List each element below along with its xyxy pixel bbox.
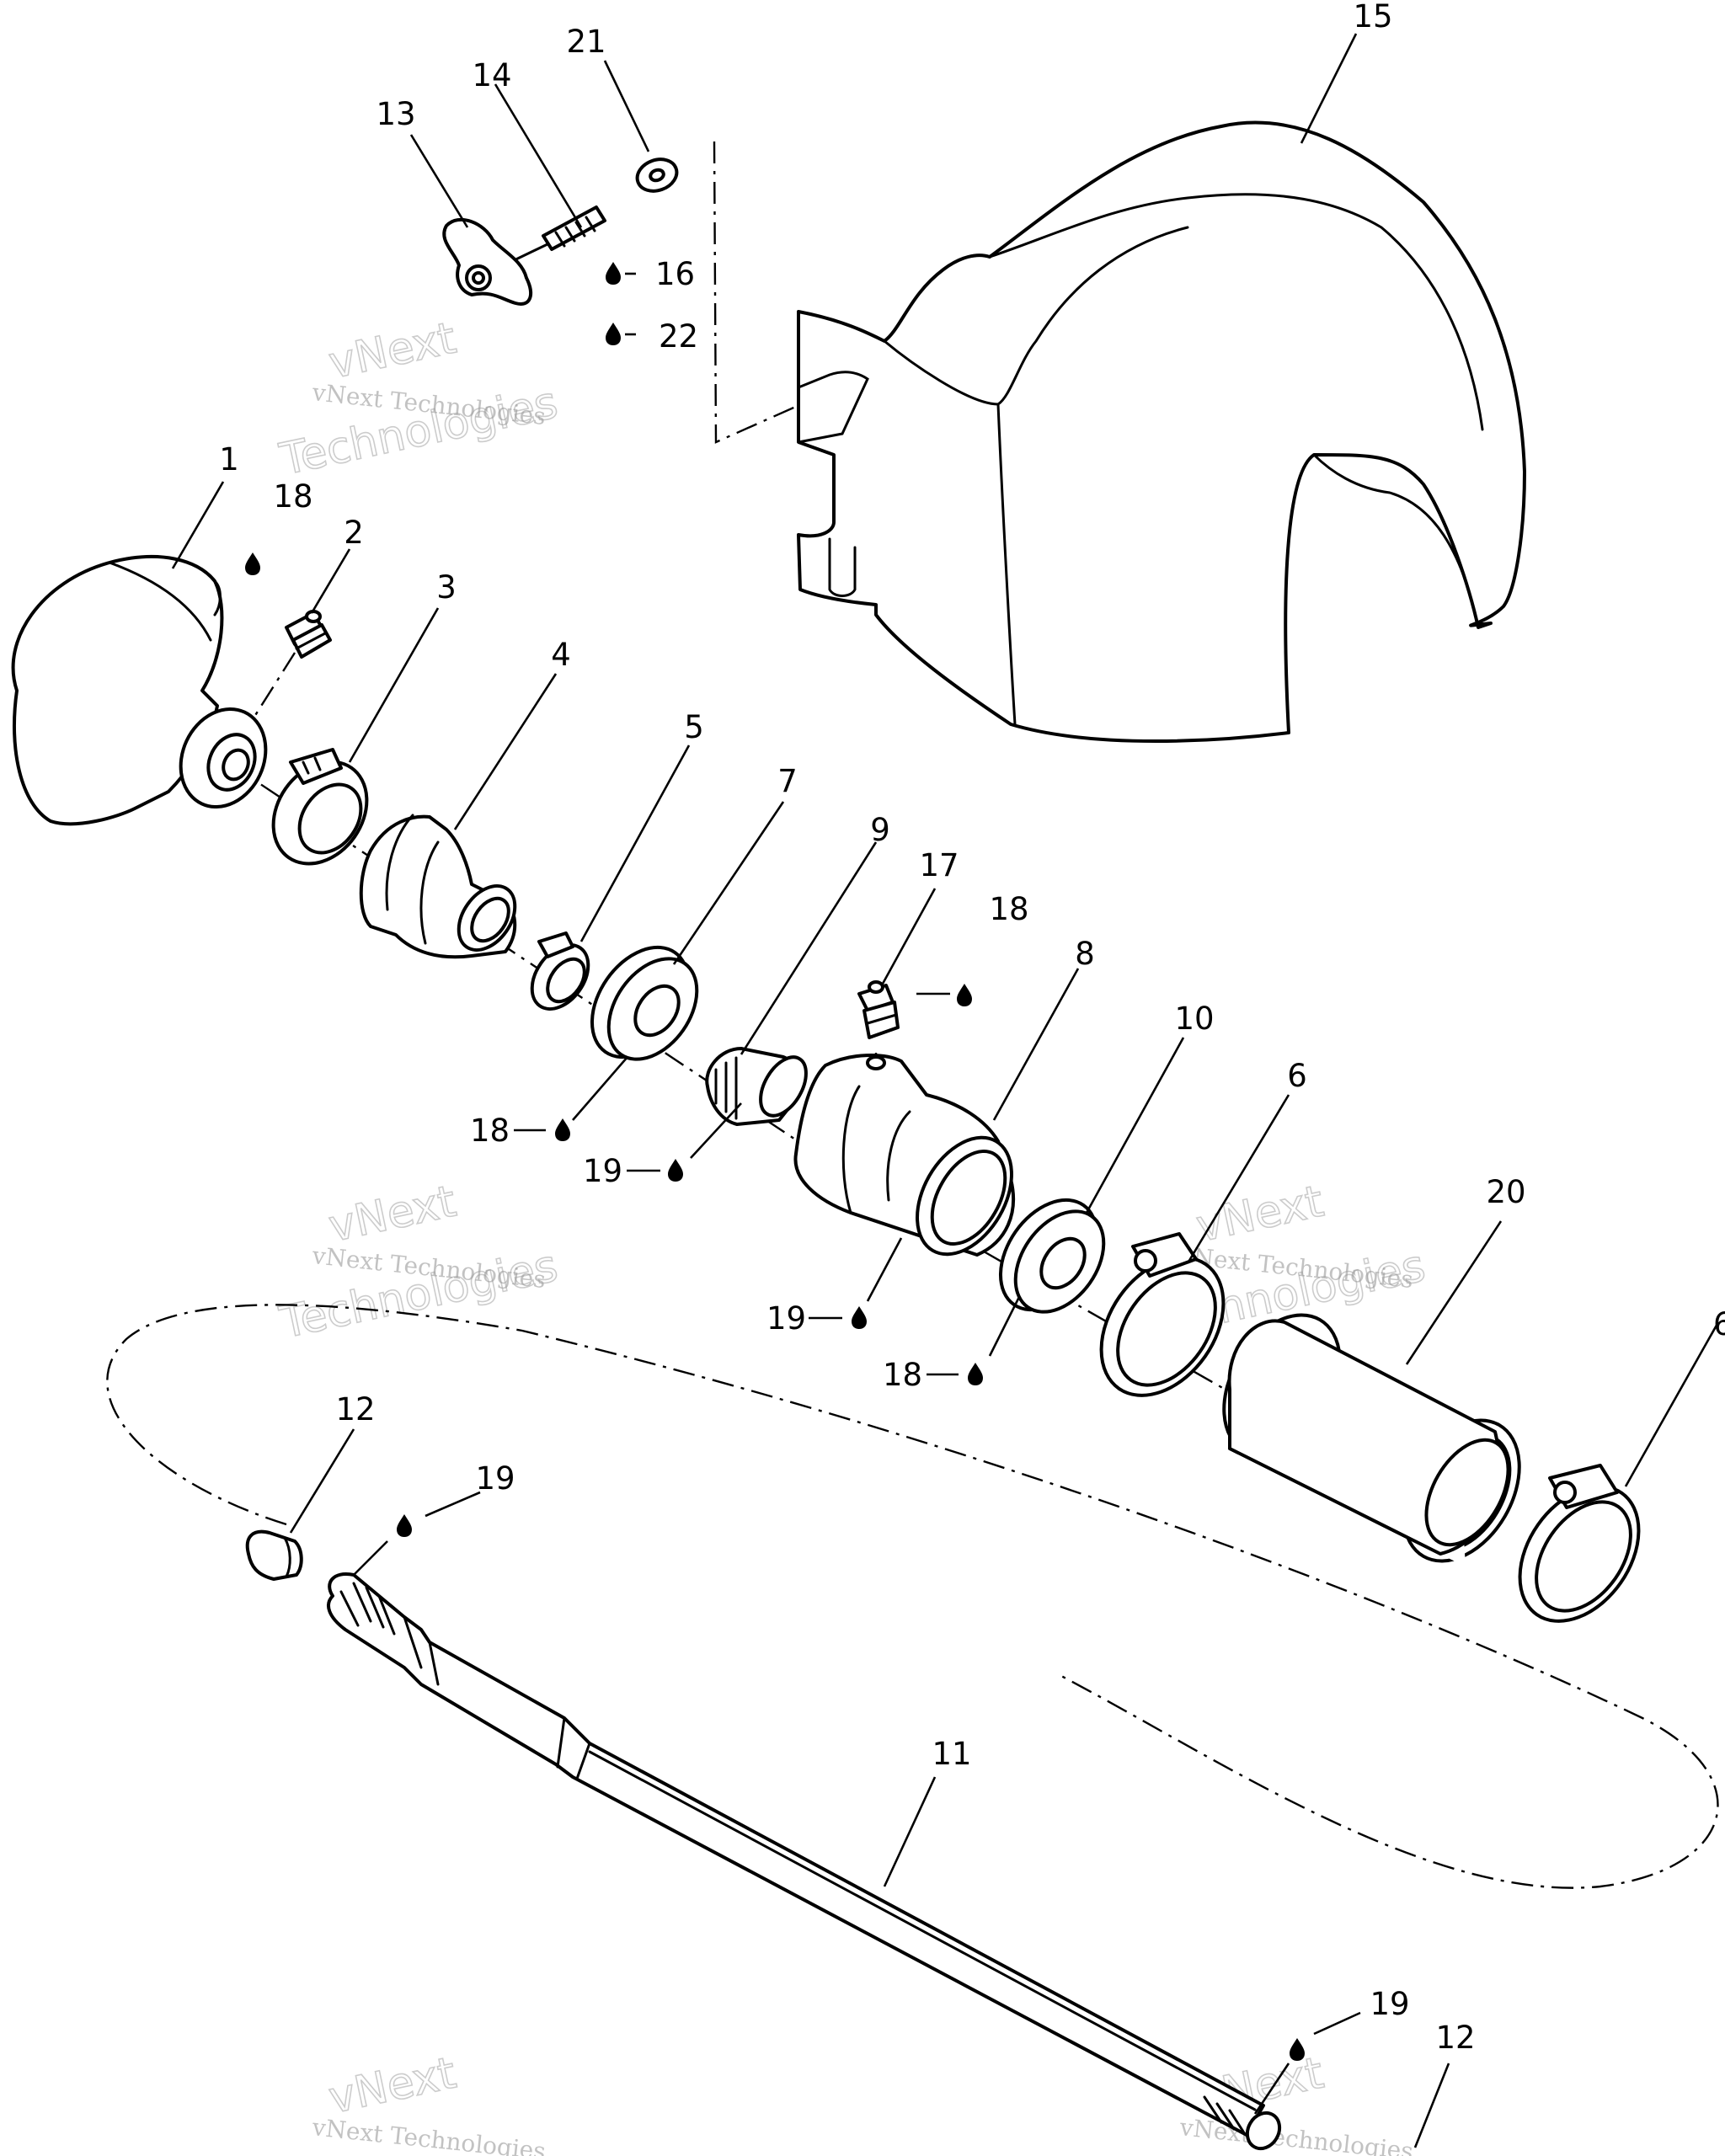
grease-drop-icon xyxy=(957,984,972,1006)
callout-18-top: 18 xyxy=(273,478,312,515)
part-11-drive-shaft xyxy=(327,1572,1265,2137)
grease-drop-icon xyxy=(606,262,621,285)
callout-14: 14 xyxy=(472,57,511,93)
part-1-bowl xyxy=(11,555,268,826)
callout-10: 10 xyxy=(1174,1001,1214,1037)
callout-19-housing: 19 xyxy=(766,1300,806,1337)
part-17-grease-fitting xyxy=(857,980,900,1039)
callout-20: 20 xyxy=(1486,1174,1525,1210)
callout-labels: 15 21 14 13 16 22 1 18 2 3 4 5 7 9 17 18… xyxy=(219,0,1725,2056)
part-10-seal xyxy=(998,1198,1106,1314)
grease-drop-icon xyxy=(397,1514,412,1537)
part-6-hose-clamp-a xyxy=(1099,1232,1226,1397)
cover-mount-line xyxy=(713,141,830,444)
part-14-stud xyxy=(504,205,606,266)
callout-19-shaft-tip: 19 xyxy=(1370,1986,1409,2022)
watermark-text-big-top: vNext xyxy=(324,2048,460,2124)
part-3-clamp xyxy=(271,748,369,866)
part-20-hose xyxy=(1222,1313,1521,1566)
part-13-wing-nut xyxy=(442,217,533,306)
callout-11: 11 xyxy=(932,1736,971,1772)
watermark-5: vNext Technologies vNext xyxy=(310,2047,547,2156)
callout-1: 1 xyxy=(219,441,239,478)
part-5-small-clamp xyxy=(530,931,590,1011)
watermark-text-big-top: vNext xyxy=(324,1177,460,1252)
watermark-3: vNext Technologies vNext Technologies xyxy=(275,1176,563,1350)
part-6-hose-clamp-b xyxy=(1518,1464,1641,1623)
grease-drop-icon xyxy=(968,1363,983,1385)
callout-18-seal: 18 xyxy=(470,1113,510,1149)
callout-12-left: 12 xyxy=(335,1391,375,1428)
callout-19-bearing: 19 xyxy=(583,1153,622,1189)
watermark-text-big-top: vNext xyxy=(1192,1177,1327,1252)
watermark-1: vNext Technologies vNext Technologies xyxy=(275,312,563,487)
callout-9: 9 xyxy=(870,812,890,848)
grease-drop-icon xyxy=(555,1118,570,1141)
grease-drop-icon xyxy=(1290,2038,1305,2061)
callout-22: 22 xyxy=(659,318,698,355)
callout-3: 3 xyxy=(436,569,457,606)
grease-drop-icon xyxy=(245,552,260,575)
callout-4: 4 xyxy=(551,637,571,673)
grease-drop-icon xyxy=(606,323,621,345)
callout-12-right: 12 xyxy=(1435,2020,1475,2056)
part-9-bearing xyxy=(705,1047,808,1126)
callout-21: 21 xyxy=(566,24,606,60)
part-21-washer xyxy=(635,157,679,193)
part-4-boot xyxy=(359,814,517,959)
callout-8: 8 xyxy=(1075,936,1095,972)
part-7-seal xyxy=(590,945,699,1061)
part-12-plug-b xyxy=(1245,2111,1282,2151)
callout-5: 5 xyxy=(684,709,704,745)
part-8-housing xyxy=(793,1054,1016,1257)
callout-18-fitting: 18 xyxy=(989,891,1028,927)
callout-17: 17 xyxy=(919,847,959,883)
callout-7: 7 xyxy=(777,763,798,799)
callout-13: 13 xyxy=(376,96,415,132)
callout-15: 15 xyxy=(1353,0,1392,35)
part-2-grease-fitting xyxy=(285,610,332,659)
callout-18-lower-seal: 18 xyxy=(883,1357,922,1393)
callout-6-middle: 6 xyxy=(1287,1058,1307,1094)
grease-drop-icon xyxy=(668,1159,683,1182)
grease-drop-icon xyxy=(852,1306,867,1329)
part-12-plug-a xyxy=(245,1529,303,1581)
leader-lines xyxy=(171,33,1720,2148)
callout-2: 2 xyxy=(344,515,364,551)
axis-line-fitting-2 xyxy=(243,652,296,734)
callout-6-right: 6 xyxy=(1713,1306,1725,1342)
shaft-loop-line xyxy=(106,1304,1719,1889)
callout-19-shaft-end: 19 xyxy=(475,1460,515,1497)
watermark-text-big-top: vNext xyxy=(324,313,460,389)
part-15-cover xyxy=(797,120,1526,743)
callout-16: 16 xyxy=(655,256,695,292)
